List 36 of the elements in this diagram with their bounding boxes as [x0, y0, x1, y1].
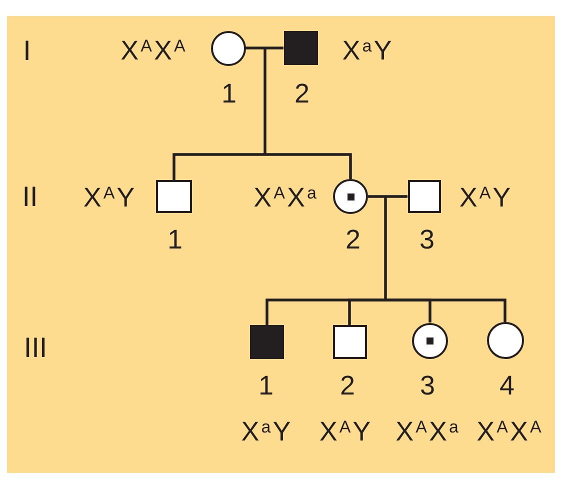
mating-line [386, 195, 408, 198]
genotype-label: X$^{A}$Y [459, 184, 513, 212]
individual-number: 4 [499, 372, 515, 400]
affected-male-square [284, 31, 318, 65]
individual-number: 1 [221, 80, 237, 107]
genotype-label: X$^{a}$Y [342, 38, 394, 64]
mating-line [265, 46, 284, 50]
genotype-label: X$^{a}$Y [241, 418, 293, 446]
descent-line [386, 298, 506, 322]
genotype-label: X$^{A}$X$^{a}$ [254, 184, 318, 212]
generation-numeral: II [22, 183, 38, 211]
genotype-label: X$^{A}$Y [319, 418, 373, 446]
genotype-label: X$^{A}$X$^{A}$ [476, 418, 544, 446]
generation-numeral: I [23, 36, 31, 64]
genotype-label: X$^{A}$X$^{a}$ [396, 418, 460, 446]
individual-number: 3 [420, 372, 436, 400]
genotype-label: X$^{A}$X$^{A}$ [120, 38, 188, 64]
descent-line [348, 298, 386, 325]
descent-line [384, 196, 387, 300]
male-square [408, 180, 440, 213]
male-square [332, 325, 366, 359]
generation-numeral: III [24, 334, 48, 362]
individual-number: 3 [419, 226, 435, 254]
individual-number: 2 [345, 226, 361, 254]
descent-line [264, 48, 266, 154]
mating-line [246, 46, 265, 50]
descent-line [172, 153, 265, 180]
individual-number: 2 [340, 372, 356, 400]
descent-line [265, 153, 352, 179]
male-square [156, 180, 192, 213]
mating-line [368, 195, 386, 198]
individual-number: 1 [258, 372, 274, 400]
individual-number: 1 [167, 226, 183, 254]
individual-number: 2 [294, 80, 310, 107]
affected-male-square [250, 325, 284, 359]
genotype-label: X$^{A}$Y [83, 184, 137, 212]
